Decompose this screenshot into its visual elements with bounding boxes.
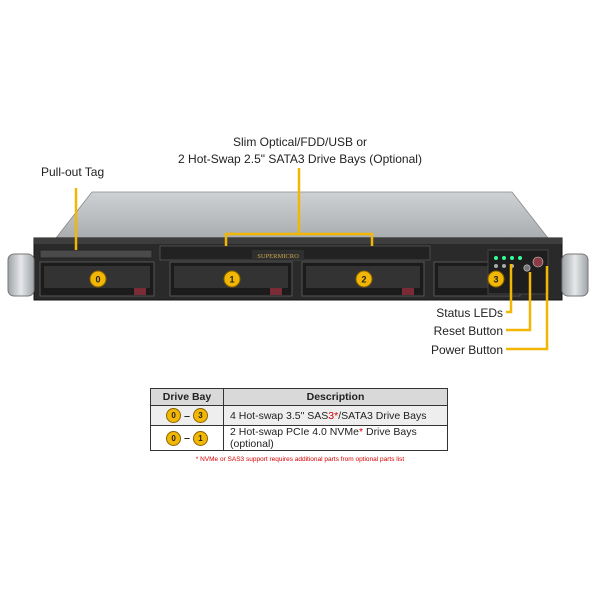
bay-badge: 1	[192, 430, 208, 446]
drive-bay-1	[169, 261, 293, 297]
svg-text:2: 2	[361, 275, 366, 285]
reset-button[interactable]	[523, 264, 531, 272]
bay-badge-3: 3	[487, 270, 505, 288]
status-leds-label: Status LEDs	[436, 306, 503, 320]
bay-badge: 0	[166, 408, 182, 423]
power-button-label: Power Button	[430, 343, 503, 357]
bay-badge: 3	[192, 408, 208, 423]
table-cell-bay: 0–1	[150, 425, 224, 451]
left-rack-ear	[7, 253, 35, 297]
brand-logo: SUPERMICRO	[257, 253, 299, 260]
bay-badge-2: 2	[355, 270, 373, 288]
bay-badge-0: 0	[89, 270, 107, 288]
chassis-top	[55, 191, 549, 239]
svg-text:0: 0	[95, 275, 100, 285]
table-cell-description: 4 Hot-swap 3.5" SAS3*/SATA3 Drive Bays	[223, 405, 448, 426]
slim-bay-callout-line1: Slim Optical/FDD/USB or	[232, 135, 368, 149]
table-cell-bay: 0–3	[150, 405, 224, 426]
table-header-drive-bay: Drive Bay	[150, 388, 224, 406]
status-led-icon	[494, 256, 498, 260]
drive-bay-table: Drive Bay Description 0–3 4 Hot-swap 3.5…	[150, 388, 448, 451]
pullout-tag[interactable]	[39, 249, 153, 259]
pullout-tag-label: Pull-out Tag	[41, 165, 105, 179]
slim-bay-callout-line2: 2 Hot-Swap 2.5" SATA3 Drive Bays (Option…	[178, 152, 422, 166]
table-cell-description: 2 Hot-swap PCIe 4.0 NVMe* Drive Bays (op…	[223, 425, 448, 451]
bay-badge-1: 1	[223, 270, 241, 288]
table-row: 0–3 4 Hot-swap 3.5" SAS3*/SATA3 Drive Ba…	[150, 405, 448, 426]
table-header-description: Description	[223, 388, 448, 406]
svg-text:3: 3	[493, 275, 498, 285]
svg-text:1: 1	[229, 275, 234, 285]
table-row: 0–1 2 Hot-swap PCIe 4.0 NVMe* Drive Bays…	[150, 425, 448, 451]
callout-lines	[74, 168, 549, 351]
footnote: * NVMe or SAS3 support requires addition…	[195, 456, 405, 463]
reset-button-label: Reset Button	[433, 324, 503, 338]
right-rack-ear	[561, 253, 589, 297]
power-button[interactable]	[532, 256, 544, 268]
table-header-row: Drive Bay Description	[150, 388, 448, 406]
bay-badge: 0	[166, 430, 182, 446]
slim-bay-callout: Slim Optical/FDD/USB or 2 Hot-Swap 2.5" …	[150, 134, 450, 168]
